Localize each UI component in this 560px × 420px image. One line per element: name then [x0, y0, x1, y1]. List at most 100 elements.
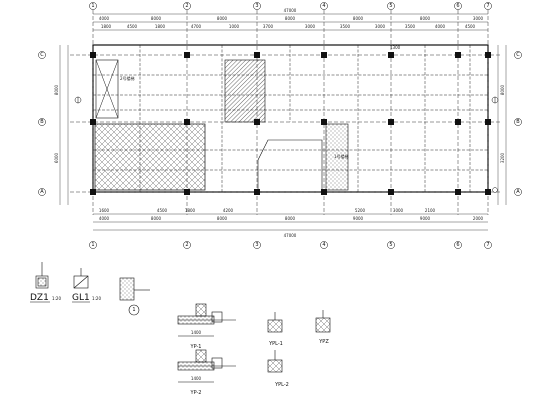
bottom-bay-dim: 8000 [285, 216, 296, 221]
left-dim: 8000 [54, 84, 59, 95]
axis-label-right: A [516, 189, 520, 195]
top-bay-dim: 8000 [217, 16, 228, 21]
top-sub-dim: 3000 [305, 24, 316, 29]
bottom-bay-dim: 4000 [99, 216, 110, 221]
top-bay-dims: 4000 8000 8000 8000 8000 8000 3000 [99, 16, 484, 21]
hatched-slab-left [94, 123, 206, 191]
ypz-title: YPZ [318, 339, 329, 345]
dz1-title: DZ1 [30, 293, 49, 303]
detail-gl1 [73, 268, 89, 289]
bottom-bay-dim: 8000 [217, 216, 228, 221]
bottom-bay-dim: 9000 [420, 216, 431, 221]
detail-yp1 [177, 303, 236, 337]
top-sub-dim: 3500 [340, 24, 351, 29]
dz1-scale: 1:20 [52, 296, 61, 301]
axis-label-right: B [516, 119, 520, 125]
bottom-dimensions [93, 213, 488, 231]
axis-label-top: 7 [486, 3, 489, 9]
top-sub-dim: 3000 [375, 24, 386, 29]
bottom-sub-dims: 1600 4500 1800 4200 5200 3000 2100 [99, 208, 436, 213]
right-dim: 3200 [500, 152, 505, 163]
axis-label-bottom: 6 [456, 242, 459, 248]
detail-1 [119, 277, 150, 316]
bottom-sub-dim: 3000 [393, 208, 404, 213]
axis-label-left: A [40, 189, 44, 195]
bottom-sub-dim: 1600 [99, 208, 110, 213]
axis-label-bottom: 5 [389, 242, 392, 248]
top-bay-dim: 3000 [473, 16, 484, 21]
stair-note-right: 1号楼梯 [334, 153, 349, 159]
axis-label-bottom: 2 [185, 242, 188, 248]
yp1-dim: 1400 [191, 330, 202, 335]
detail-circle-label: 1 [132, 307, 135, 313]
axis-label-top: 5 [389, 3, 392, 9]
detail-ypl2 [267, 350, 283, 373]
bottom-sub-dim: 4500 [157, 208, 168, 213]
top-sub-dim: 4700 [191, 24, 202, 29]
detail-ypl1 [267, 312, 283, 333]
axis-label-top: 6 [456, 3, 459, 9]
bottom-sub-dim: 5200 [355, 208, 366, 213]
top-sub-dim: 4500 [127, 24, 138, 29]
yp2-dim: 1400 [191, 376, 202, 381]
bottom-axis-bubbles [89, 241, 492, 249]
top-axis-bubbles [89, 2, 492, 10]
bottom-sub-dim: 1800 [185, 208, 196, 213]
plan-symbols [74, 96, 499, 193]
opening-outline [257, 139, 323, 190]
bottom-sub-dim: 2100 [425, 208, 436, 213]
top-bay-dim: 8000 [151, 16, 162, 21]
top-bay-dim: 8000 [285, 16, 296, 21]
gl1-title: GL1 [72, 293, 90, 303]
top-sub-dim: 3500 [405, 24, 416, 29]
top-note: 1300 [390, 45, 401, 50]
hatched-slab-top [224, 59, 266, 123]
bottom-sub-dim: 4200 [223, 208, 234, 213]
top-sub-dim: 4500 [465, 24, 476, 29]
plan-outline [70, 10, 500, 215]
axis-label-top: 1 [91, 3, 94, 9]
top-sub-dim: 1800 [155, 24, 166, 29]
bottom-bay-dim: 2000 [473, 216, 484, 221]
top-bay-dim: 8000 [353, 16, 364, 21]
axis-label-right: C [516, 52, 520, 58]
detail-dz1 [35, 262, 49, 289]
stair-well-left [95, 59, 119, 119]
beam-lines [93, 45, 488, 192]
top-sub-dim: 4000 [435, 24, 446, 29]
left-dim: 6000 [54, 152, 59, 163]
gl1-scale: 1:20 [92, 296, 101, 301]
axis-label-left: B [40, 119, 44, 125]
detail-yp2 [177, 349, 236, 383]
axis-label-top: 2 [185, 3, 188, 9]
axis-label-left: C [40, 52, 44, 58]
bottom-bay-dims: 4000 8000 8000 8000 9000 9000 2000 [99, 216, 484, 221]
axis-label-bottom: 3 [255, 242, 258, 248]
axis-label-top: 3 [255, 3, 258, 9]
top-bay-dim: 4000 [99, 16, 110, 21]
side-dimension-lines [59, 45, 507, 205]
axis-label-top: 4 [322, 3, 325, 9]
top-dimensions [93, 13, 488, 31]
right-dim: 8000 [500, 84, 505, 95]
yp1-title: YP-1 [190, 344, 202, 350]
detail-ypz [315, 310, 331, 333]
bottom-total-dim: 47000 [284, 233, 297, 238]
yp2-title: YP-2 [190, 390, 202, 396]
top-total-dim: 47000 [284, 8, 297, 13]
top-sub-dim: 1800 [101, 24, 112, 29]
columns [90, 52, 491, 195]
axis-label-bottom: 4 [322, 242, 325, 248]
bottom-bay-dim: 8000 [151, 216, 162, 221]
top-sub-dim: 1000 [229, 24, 240, 29]
hatched-stair-right [325, 123, 349, 191]
top-sub-dims: 1800 4500 1800 4700 1000 3700 3000 3500 … [101, 24, 476, 29]
top-sub-dim: 3700 [263, 24, 274, 29]
top-bay-dim: 8000 [420, 16, 431, 21]
axis-label-bottom: 7 [486, 242, 489, 248]
stair-note-left: 2号楼梯 [120, 75, 135, 81]
axis-label-bottom: 1 [91, 242, 94, 248]
bottom-bay-dim: 9000 [353, 216, 364, 221]
ypl2-title: YPL-2 [274, 382, 289, 388]
